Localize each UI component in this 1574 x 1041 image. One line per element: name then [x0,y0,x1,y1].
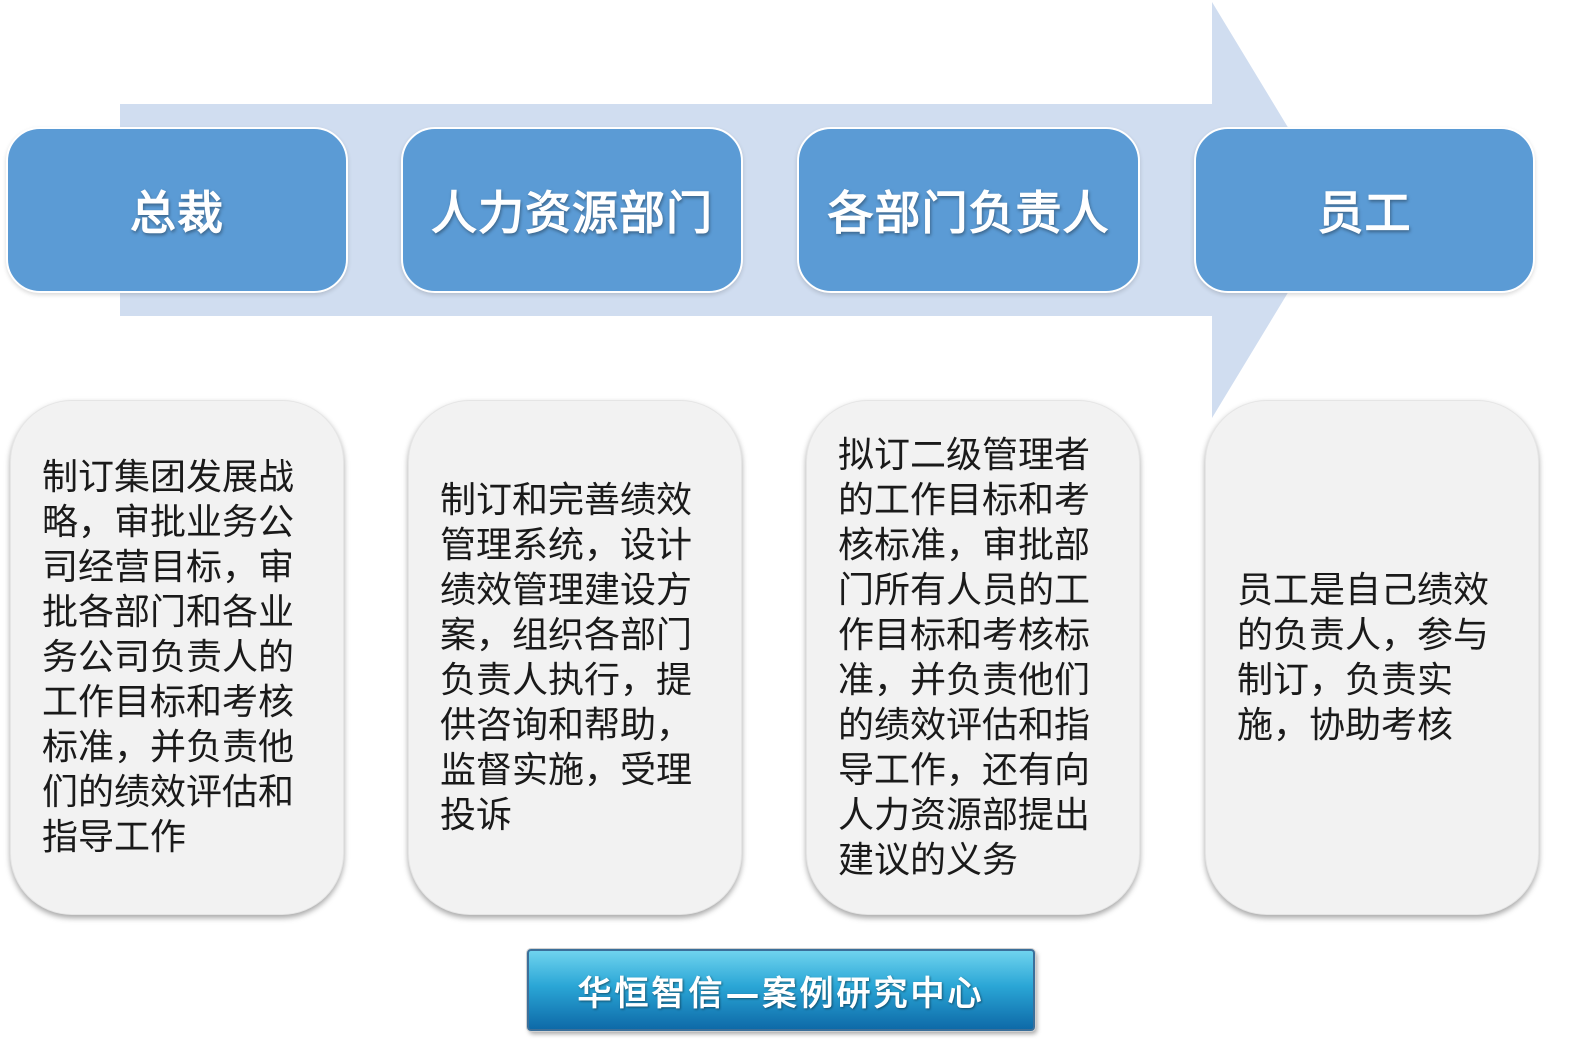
stage-description-employees: 员工是自己绩效的负责人，参与制订，负责实施，协助考核 [1205,400,1539,915]
stage-header-department-heads: 各部门负责人 [797,127,1140,293]
stage-title: 总裁 [130,186,224,240]
stage-description-text: 拟订二级管理者的工作目标和考核标准，审批部门所有人员的工作目标和考核标准，并负责… [838,434,1091,881]
stage-description-hr-department: 制订和完善绩效管理系统，设计绩效管理建设方案，组织各部门负责人执行，提供咨询和帮… [408,400,742,915]
stage-title: 员工 [1317,186,1412,240]
footer-banner-text: 华恒智信—案例研究中心 [577,973,985,1014]
stage-header-hr-department: 人力资源部门 [401,127,743,293]
stage-description-text: 制订和完善绩效管理系统，设计绩效管理建设方案，组织各部门负责人执行，提供咨询和帮… [440,479,693,836]
stage-description-text: 制订集团发展战略，审批业务公司经营目标，审批各部门和各业务公司负责人的工作目标和… [42,457,295,858]
stage-title: 人力资源部门 [431,186,713,240]
stage-header-president: 总裁 [6,127,348,293]
stage-description-president: 制订集团发展战略，审批业务公司经营目标，审批各部门和各业务公司负责人的工作目标和… [10,400,344,915]
footer-banner: 华恒智信—案例研究中心 [527,949,1035,1031]
stage-header-employees: 员工 [1194,127,1535,293]
stage-description-department-heads: 拟订二级管理者的工作目标和考核标准，审批部门所有人员的工作目标和考核标准，并负责… [806,400,1140,915]
stage-description-text: 员工是自己绩效的负责人，参与制订，负责实施，协助考核 [1237,569,1490,746]
stage-title: 各部门负责人 [827,186,1110,240]
